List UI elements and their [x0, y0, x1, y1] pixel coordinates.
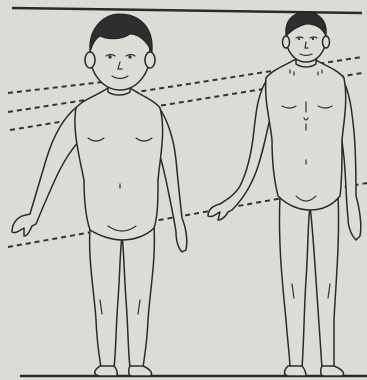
child-right-pupil	[128, 55, 131, 58]
child-left-foot	[95, 366, 118, 376]
child-torso	[75, 88, 163, 240]
adult-left-ear	[283, 36, 290, 48]
adult-left-pupil	[298, 38, 300, 40]
adult-right-ear	[323, 36, 330, 48]
child-left-ear	[85, 52, 95, 68]
child-right-ear	[145, 52, 155, 68]
adult-right-pupil	[312, 38, 314, 40]
adult-left-foot	[285, 366, 307, 376]
child-left-pupil	[108, 55, 111, 58]
adult-torso	[266, 60, 346, 210]
